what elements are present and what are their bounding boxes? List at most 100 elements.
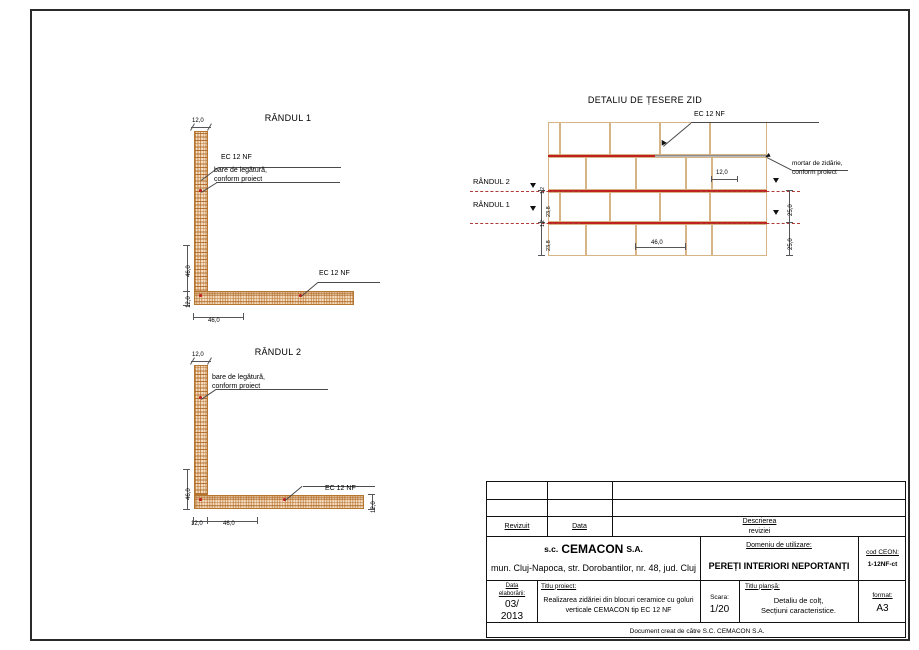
dim-left-course-lower: 23,8 [546, 240, 552, 251]
rebar-dot [299, 294, 302, 297]
dim-tick [207, 517, 208, 524]
dim-line [187, 470, 188, 510]
dim-line [636, 247, 686, 248]
label-ec12nf-bottom-r2: EC 12 NF [325, 485, 356, 492]
rebar-dot [283, 498, 286, 501]
dim-bottom-block-length: 46,0 [651, 240, 663, 246]
dim-tick [368, 509, 375, 510]
dim-tick [711, 176, 712, 182]
tb-descriere-line1-text: Descrierea [742, 517, 777, 525]
label-randul-2-callout: RÂNDUL 2 [473, 177, 510, 186]
tb-rule [487, 516, 905, 517]
dim-tick [538, 255, 545, 256]
tb-format-label: format: [872, 592, 893, 599]
masonry-unit [548, 192, 560, 222]
masonry-unit [686, 157, 712, 190]
dim-left-joint-lower: 1,2 [540, 220, 546, 227]
dim-tick [243, 313, 244, 320]
dim-line [187, 246, 188, 292]
drawing-title-randul-1: RÂNDUL 1 [264, 113, 312, 123]
dim-right-thickness-r2: 12,0 [371, 501, 377, 513]
dim-tick [538, 222, 545, 223]
dim-line [789, 190, 790, 256]
tb-rule [612, 482, 613, 536]
leader-line [219, 167, 341, 168]
tb-revizuit-label: Revizuit [504, 522, 530, 530]
tb-cod-ceon-value: 1-12NF-ct [867, 560, 898, 568]
dim-top-width-r1: 12,0 [192, 118, 204, 124]
masonry-unit [548, 122, 560, 155]
tb-cod-ceon-label: cod CEON: [866, 548, 899, 556]
drawing-title-detaliu: DETALIU DE ȚESERE ZID [587, 95, 703, 105]
label-ec12nf-top-r1: EC 12 NF [221, 154, 252, 161]
masonry-horizontal-leg-r1 [194, 291, 354, 305]
tb-titlu-plansa-label: Titlu planșă: [745, 582, 780, 590]
masonry-unit [560, 122, 610, 155]
dim-tick [368, 494, 375, 495]
dim-line [194, 317, 244, 318]
drawing-title-randul-2: RÂNDUL 2 [254, 347, 302, 357]
label-mortar-line1: mortar de zidărie, [792, 160, 843, 167]
leader-line [318, 282, 380, 283]
masonry-unit [712, 224, 767, 256]
dim-line [187, 292, 188, 306]
tb-rule [487, 499, 905, 500]
dim-left-joint-upper: 1,2 [540, 187, 546, 194]
masonry-unit [636, 224, 686, 256]
tb-rule [700, 580, 701, 622]
tb-descriere-label-line1: Descrierea [612, 516, 907, 526]
label-mortar-line2: conform proiect [792, 169, 837, 176]
tb-titlu-plansa-line2: Secțiuni caracteristice. [760, 606, 837, 615]
tb-company-address: mun. Cluj-Napoca, str. Dorobantilor, nr.… [490, 563, 697, 573]
masonry-unit [586, 157, 636, 190]
dim-horizontal-thickness-r1: 12,0 [186, 296, 192, 308]
tb-rule [487, 580, 905, 581]
mortar-joint-red [548, 222, 767, 225]
tb-domeniu-value: PEREȚI INTERIORI NEPORTANȚI [708, 561, 850, 571]
dim-right-course-lower: 25,0 [788, 238, 794, 250]
leader-line [216, 182, 340, 183]
tb-rule [537, 580, 538, 622]
tb-rule [739, 580, 740, 622]
tb-company-name: s.c. CEMACON S.A. [487, 540, 700, 558]
tb-titlu-plansa-line1: Detaliu de colț, [773, 596, 824, 605]
course-centerline [700, 223, 800, 224]
rebar-dot [199, 498, 202, 501]
masonry-unit [560, 192, 610, 222]
dim-tick [635, 243, 636, 250]
tb-rule [700, 536, 701, 580]
callout-arrow-icon [530, 206, 536, 211]
tb-rule [487, 622, 905, 623]
dim-tick [183, 509, 190, 510]
label-rebar-r1-line1: bare de legătură, [214, 167, 267, 174]
dim-tick [193, 517, 194, 524]
masonry-unit [548, 224, 586, 256]
dim-tick [257, 517, 258, 524]
tb-company-main: CEMACON [561, 542, 624, 556]
dim-line [194, 521, 208, 522]
leader-line [303, 486, 375, 487]
label-randul-1-callout: RÂNDUL 1 [473, 200, 510, 209]
tb-descriere-label-line2: reviziei [748, 527, 771, 535]
course-centerline [700, 191, 800, 192]
masonry-unit [586, 224, 636, 256]
dim-tick [786, 255, 793, 256]
dim-bottom-width-r2: 46,0 [223, 521, 235, 527]
rebar-dot [199, 396, 202, 399]
leader-line [216, 389, 328, 390]
masonry-horizontal-leg-r2 [194, 495, 364, 509]
tb-data-elaborarii-label2: elaborării: [498, 590, 526, 597]
tb-footer-note: Document creat de către S.C. CEMACON S.A… [629, 628, 765, 635]
tb-data-elaborarii-value1: 03/ [505, 598, 519, 610]
mortar-joint-red [548, 190, 767, 193]
dim-vertical-leg-r2: 46,0 [186, 488, 192, 500]
dim-line [191, 127, 211, 128]
label-rebar-r1-line2: conform proiect [214, 176, 263, 183]
dim-left-course-upper: 23,8 [546, 206, 552, 217]
dim-line [208, 521, 258, 522]
label-rebar-r2-line1: bare de legătură, [212, 374, 265, 381]
dim-top-block-width: 12,0 [716, 170, 728, 176]
leader-line [691, 122, 819, 123]
dim-right-course-upper: 25,0 [788, 204, 794, 216]
dim-tick [737, 176, 738, 182]
